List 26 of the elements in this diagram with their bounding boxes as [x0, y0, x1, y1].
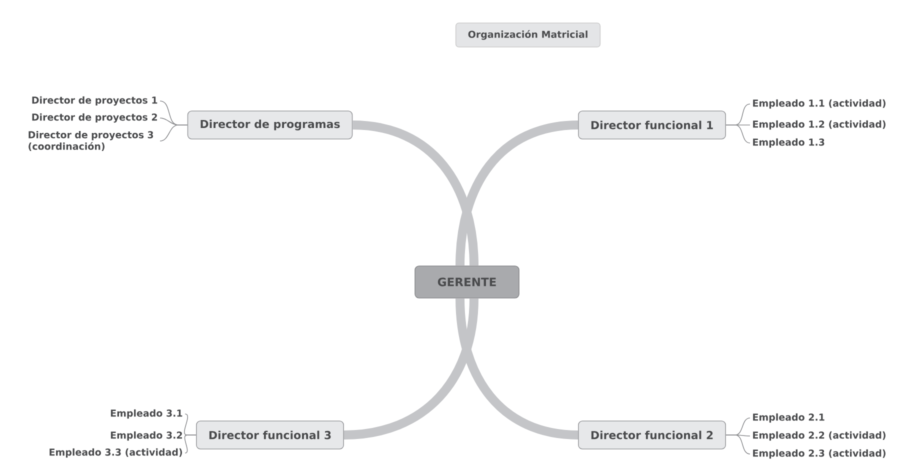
leaf-text: Empleado 3.1	[110, 409, 182, 419]
leaf-text: Empleado 3.2	[110, 431, 182, 441]
leaf-text: Director de proyectos 2	[32, 113, 157, 123]
connector-line	[160, 124, 188, 142]
connector-line	[726, 434, 750, 454]
connector-band	[352, 120, 478, 266]
branch-box: Director de programas	[187, 110, 353, 140]
leaf-text: Empleado 2.1	[753, 413, 824, 423]
branch-box: Director funcional 2	[578, 420, 726, 450]
leaf-text: Director de proyectos 3 (coordinación)	[28, 131, 154, 151]
connector-band	[456, 298, 578, 440]
leaf-text: Empleado 2.2 (actividad)	[753, 431, 886, 441]
connector-line	[184, 434, 196, 454]
connector-band	[344, 298, 478, 440]
branch-box: Director funcional 3	[196, 420, 344, 450]
branch-box: Director funcional 1	[578, 110, 726, 140]
leaf-text: Director de proyectos 1	[32, 96, 158, 106]
connector-line	[726, 124, 750, 144]
leaf-text: Empleado 2.3 (actividad)	[753, 449, 886, 459]
leaf-text: Empleado 3.3 (actividad)	[50, 448, 182, 458]
root-box: GERENTE	[414, 266, 520, 298]
connector-band	[456, 120, 578, 266]
title-box: Organización Matricial	[455, 22, 601, 48]
leaf-text: Empleado 1.2 (actividad)	[753, 120, 886, 130]
leaf-text: Empleado 1.1 (actividad)	[753, 99, 886, 109]
leaf-text: Empleado 1.3	[753, 138, 824, 148]
